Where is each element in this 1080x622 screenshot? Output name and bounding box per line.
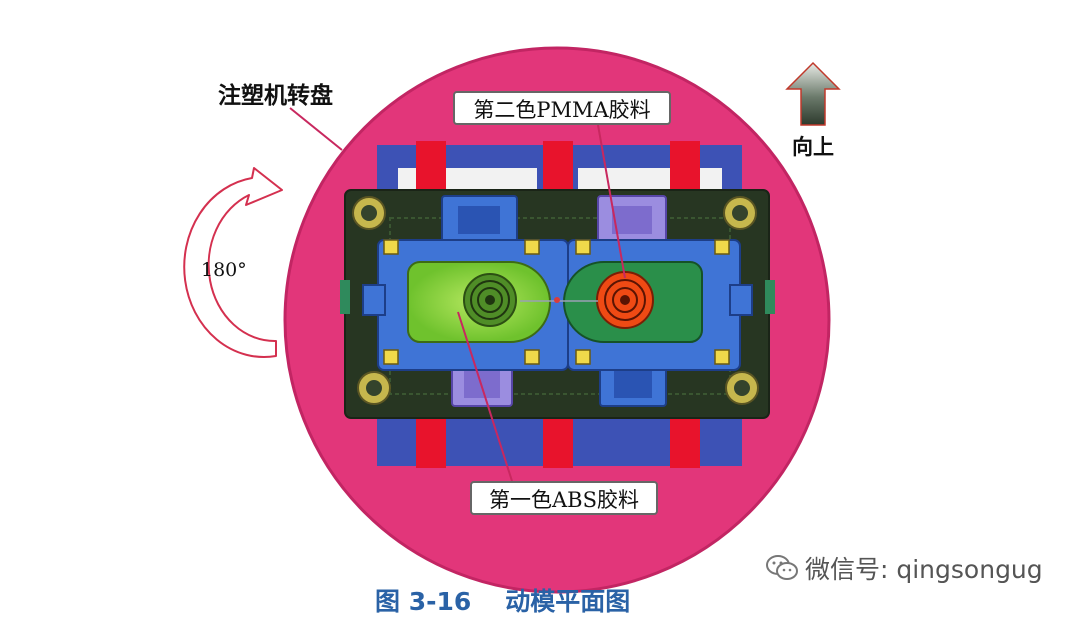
pmma-part-boss	[596, 271, 654, 329]
wechat-logo-icon	[766, 555, 798, 580]
abs-leader-line	[457, 311, 513, 482]
figure-title: 动模平面图	[505, 587, 631, 616]
right-cavity-insert	[563, 195, 753, 407]
right-side-connector	[765, 280, 775, 314]
red-block-top-left	[416, 141, 446, 191]
abs-part-boss	[463, 273, 517, 327]
red-block-top-right	[670, 141, 700, 191]
red-block-bottom-right	[670, 418, 700, 468]
red-block-top-center	[543, 141, 573, 191]
wechat-watermark: 微信号: qingsongug	[765, 553, 1043, 584]
turntable-leader-line	[289, 107, 343, 151]
guide-pillar-top-left	[352, 196, 386, 230]
guide-pillar-bottom-right	[725, 371, 759, 405]
pmma-leader-line	[597, 124, 626, 279]
up-direction-label: 向上	[792, 134, 834, 159]
rotation-arrow-icon	[183, 167, 283, 358]
left-side-connector	[340, 280, 350, 314]
sprue-center	[554, 297, 560, 303]
left-cavity-insert	[362, 195, 569, 407]
red-block-bottom-center	[543, 418, 573, 468]
figure-caption: 图 3-16 动模平面图	[375, 582, 630, 618]
guide-pillar-bottom-left	[357, 371, 391, 405]
watermark-text: 微信号: qingsongug	[805, 555, 1043, 584]
top-clamp-bar	[377, 141, 742, 195]
first-shot-abs-label: 第一色ABS胶料	[470, 481, 658, 515]
guide-pillar-top-right	[723, 196, 757, 230]
turntable-label: 注塑机转盘	[218, 82, 333, 109]
rotation-angle-label: 180°	[201, 259, 247, 281]
second-shot-pmma-label: 第二色PMMA胶料	[453, 91, 671, 125]
up-arrow-icon	[785, 61, 841, 126]
figure-number: 图 3-16	[375, 587, 472, 616]
red-block-bottom-left	[416, 418, 446, 468]
bottom-clamp-bar	[377, 418, 742, 468]
